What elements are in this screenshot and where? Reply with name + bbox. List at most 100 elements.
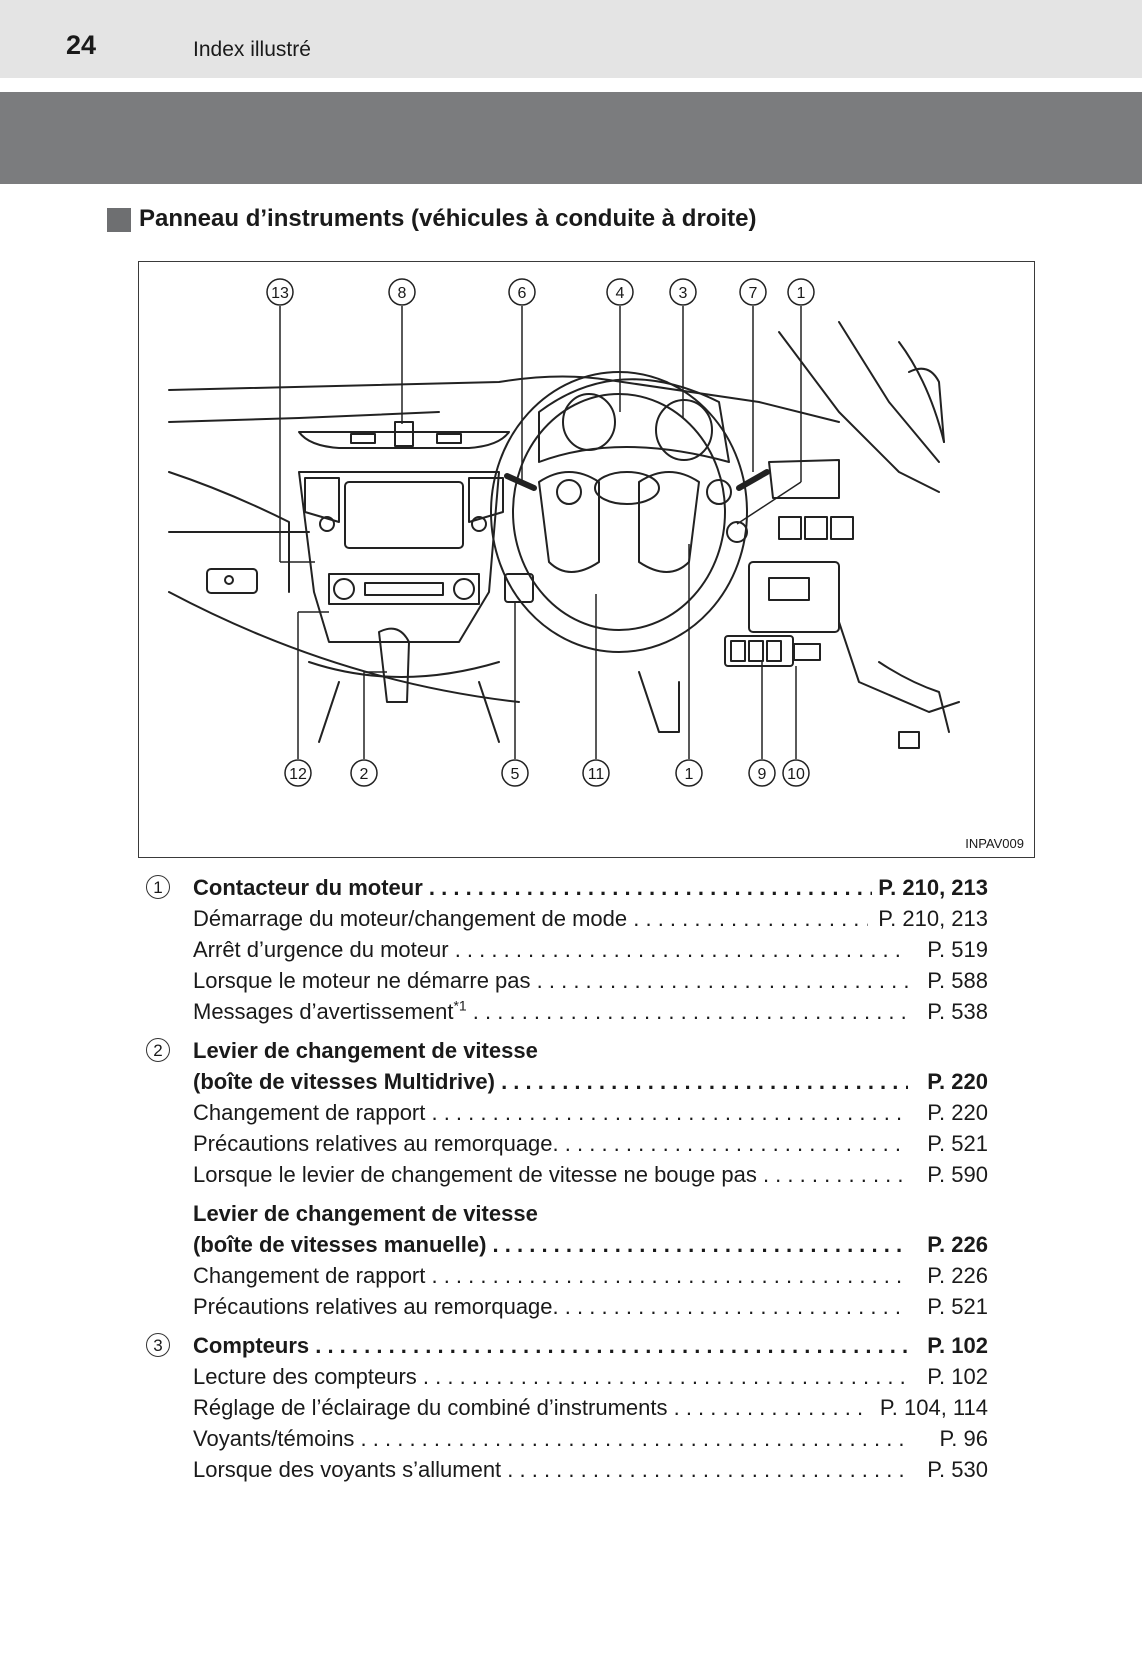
entry-label: Lorsque le moteur ne démarre pas: [193, 965, 908, 996]
entry-label-text: Lorsque des voyants s’allument: [193, 1457, 502, 1482]
entry-label: Précautions relatives au remorquage.: [193, 1291, 908, 1322]
entry-label-text: Changement de rapport: [193, 1100, 426, 1125]
entry-label-text: Arrêt d’urgence du moteur: [193, 937, 449, 962]
entry-label-text: Voyants/témoins: [193, 1426, 355, 1451]
entry-page-ref: P. 220: [921, 1066, 988, 1097]
entry-label: Réglage de l’éclairage du combiné d’inst…: [193, 1392, 868, 1423]
entry-line: (boîte de vitesses Multidrive) P. 220: [146, 1066, 988, 1097]
entry-label: Voyants/témoins: [193, 1423, 908, 1454]
bottom-callouts: [284, 759, 810, 787]
gray-band: [0, 92, 1142, 184]
entry-label: Démarrage du moteur/changement de mode: [193, 903, 868, 934]
entry-line: (boîte de vitesses manuelle) P. 226: [146, 1229, 988, 1260]
header-title: Index illustré: [193, 38, 311, 61]
entry-page-ref: P. 102: [921, 1361, 988, 1392]
entry-label: Lorsque des voyants s’allument: [193, 1454, 908, 1485]
entry-page-ref: P. 519: [921, 934, 988, 965]
entry-page-ref: P. 530: [921, 1454, 988, 1485]
entry-line: Levier de changement de vitesse: [146, 1198, 988, 1229]
dashboard-illustration: 13 8 6 4 3 7 1 12 2 5 11 1 9 10 INPAV009: [138, 261, 1035, 858]
entry-label-text: Changement de rapport: [193, 1263, 426, 1288]
dashboard-drawing: 13 8 6 4 3 7 1 12 2 5 11 1 9 10: [168, 278, 960, 787]
callout-top-7: 1: [797, 285, 806, 302]
entry-number-badge: 2: [146, 1038, 170, 1062]
entry-label: Levier de changement de vitesse: [193, 1198, 908, 1229]
callout-top-5: 3: [679, 285, 688, 302]
entry-label: (boîte de vitesses manuelle): [193, 1229, 908, 1260]
section-title: Panneau d’instruments (véhicules à condu…: [139, 205, 757, 232]
callout-bottom-6: 9: [758, 766, 767, 783]
header-bar: 24 Index illustré: [0, 0, 1142, 78]
entry-page-ref: P. 521: [921, 1128, 988, 1159]
entry-label: Précautions relatives au remorquage.: [193, 1128, 908, 1159]
entry-page-ref: P. 226: [921, 1229, 988, 1260]
entry-page-ref: P. 102: [921, 1330, 988, 1361]
entry-page-ref: P. 220: [921, 1097, 988, 1128]
callout-bottom-2: 2: [360, 766, 369, 783]
entry-line: 3 Compteurs P. 102: [146, 1330, 988, 1361]
callout-bottom-3: 5: [511, 766, 520, 783]
entry-page-ref: P. 590: [921, 1159, 988, 1190]
entry-line: Messages d’avertissement*1P. 538: [146, 996, 988, 1027]
entry-label-text: Lecture des compteurs: [193, 1364, 417, 1389]
entry-label: Changement de rapport: [193, 1097, 908, 1128]
entry-label-text: (boîte de vitesses Multidrive): [193, 1069, 495, 1094]
entry-label: Contacteur du moteur: [193, 872, 908, 903]
callout-bottom-5: 1: [685, 766, 694, 783]
entry-label-text: Levier de changement de vitesse: [193, 1201, 538, 1226]
entry-number-badge: 1: [146, 875, 170, 899]
entry-label-text: Démarrage du moteur/changement de mode: [193, 906, 628, 931]
section-marker-icon: [107, 208, 131, 232]
entry-line: 2 Levier de changement de vitesse: [146, 1035, 988, 1066]
entry-line: Lorsque des voyants s’allument P. 530: [146, 1454, 988, 1485]
callout-bottom-4: 11: [588, 766, 605, 783]
entry-page-ref: P. 96: [933, 1423, 988, 1454]
entry-page-ref: P. 588: [921, 965, 988, 996]
entry-number-badge: 3: [146, 1333, 170, 1357]
entry-line: Changement de rapport P. 226: [146, 1260, 988, 1291]
entry-page-ref: P. 210, 213: [872, 872, 988, 903]
callout-top-6: 7: [749, 285, 758, 302]
entry-label-text: Levier de changement de vitesse: [193, 1038, 538, 1063]
entry-label: Compteurs: [193, 1330, 908, 1361]
entry-line: Lorsque le moteur ne démarre pas P. 588: [146, 965, 988, 996]
entry-line: Précautions relatives au remorquage. P. 5…: [146, 1128, 988, 1159]
entry-label-text: Compteurs: [193, 1333, 310, 1358]
entry-label-text: (boîte de vitesses manuelle): [193, 1232, 487, 1257]
callout-bottom-7: 10: [787, 766, 805, 783]
entry-line: Changement de rapport P. 220: [146, 1097, 988, 1128]
entry-page-ref: P. 210, 213: [872, 903, 988, 934]
entry-page-ref: P. 226: [921, 1260, 988, 1291]
entry-line: Voyants/témoins P. 96: [146, 1423, 988, 1454]
entry-label-text: Précautions relatives au remorquage.: [193, 1131, 559, 1156]
entry-line: Précautions relatives au remorquage. P. 5…: [146, 1291, 988, 1322]
entry-line: 1 Contacteur du moteurP. 210, 213: [146, 872, 988, 903]
footnote-marker: *1: [453, 997, 467, 1014]
entry-line: Lorsque le levier de changement de vites…: [146, 1159, 988, 1190]
entry-line: Lecture des compteurs P. 102: [146, 1361, 988, 1392]
page-number: 24: [66, 30, 97, 60]
entry-label: Lorsque le levier de changement de vites…: [193, 1159, 908, 1190]
entry-label: (boîte de vitesses Multidrive): [193, 1066, 908, 1097]
entry-label-text: Lorsque le moteur ne démarre pas: [193, 968, 531, 993]
entry-page-ref: P. 521: [921, 1291, 988, 1322]
entry-line: Arrêt d’urgence du moteur P. 519: [146, 934, 988, 965]
callout-top-2: 8: [398, 285, 407, 302]
entry-label-text: Réglage de l’éclairage du combiné d’inst…: [193, 1395, 668, 1420]
entry-line: Réglage de l’éclairage du combiné d’inst…: [146, 1392, 988, 1423]
entry-label-text: Lorsque le levier de changement de vites…: [193, 1162, 757, 1187]
entry-group: 2 Levier de changement de vitesse (boîte d…: [146, 1035, 988, 1190]
entry-label: Changement de rapport: [193, 1260, 908, 1291]
top-callouts: [266, 278, 815, 306]
entry-label: Lecture des compteurs: [193, 1361, 908, 1392]
callout-bottom-1: 12: [289, 766, 307, 783]
entry-label: Levier de changement de vitesse: [193, 1035, 908, 1066]
entry-label-text: Précautions relatives au remorquage.: [193, 1294, 559, 1319]
callout-top-4: 4: [616, 285, 625, 302]
entry-line: Démarrage du moteur/changement de mode P.…: [146, 903, 988, 934]
entry-label: Messages d’avertissement*1: [193, 996, 908, 1027]
illustration-code: INPAV009: [965, 836, 1024, 851]
entry-page-ref: P. 104, 114: [873, 1392, 988, 1423]
